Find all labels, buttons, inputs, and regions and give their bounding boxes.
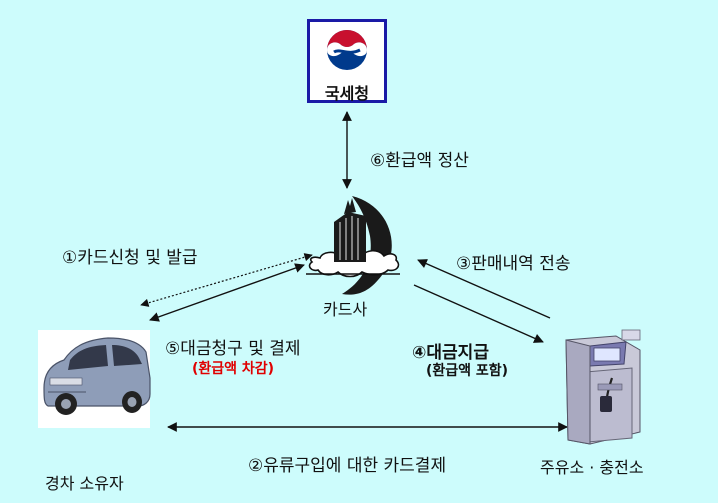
arrow-payment [413,284,544,343]
step2-label: ②유류구입에 대한 카드결제 [248,456,447,476]
step4-note: (환급액 포함) [426,363,509,379]
step6-label: ⑥환급액 정산 [370,151,469,171]
step1-label: ①카드신청 및 발급 [62,248,198,268]
step5-label: ⑤대금청구 및 결제 [165,339,301,359]
arrow-billing [149,263,305,322]
building-icon [306,196,400,295]
arrow-sales-report [417,259,551,319]
card-company-label: 카드사 [323,300,368,319]
car-icon [38,330,151,428]
gas-station-label: 주유소 · 충전소 [540,458,644,477]
tax-office-label: 국세청 [324,84,370,103]
tax-office-box: 국세청 [307,19,387,103]
step5-note: (환급액 차감) [192,361,275,377]
fuel-pump-icon [565,329,641,445]
step3-label: ③판매내역 전송 [456,254,571,274]
car-owner-label: 경차 소유자 [45,474,124,493]
government-emblem-icon [327,30,367,70]
step4-label: ④대금지급 [412,343,489,363]
